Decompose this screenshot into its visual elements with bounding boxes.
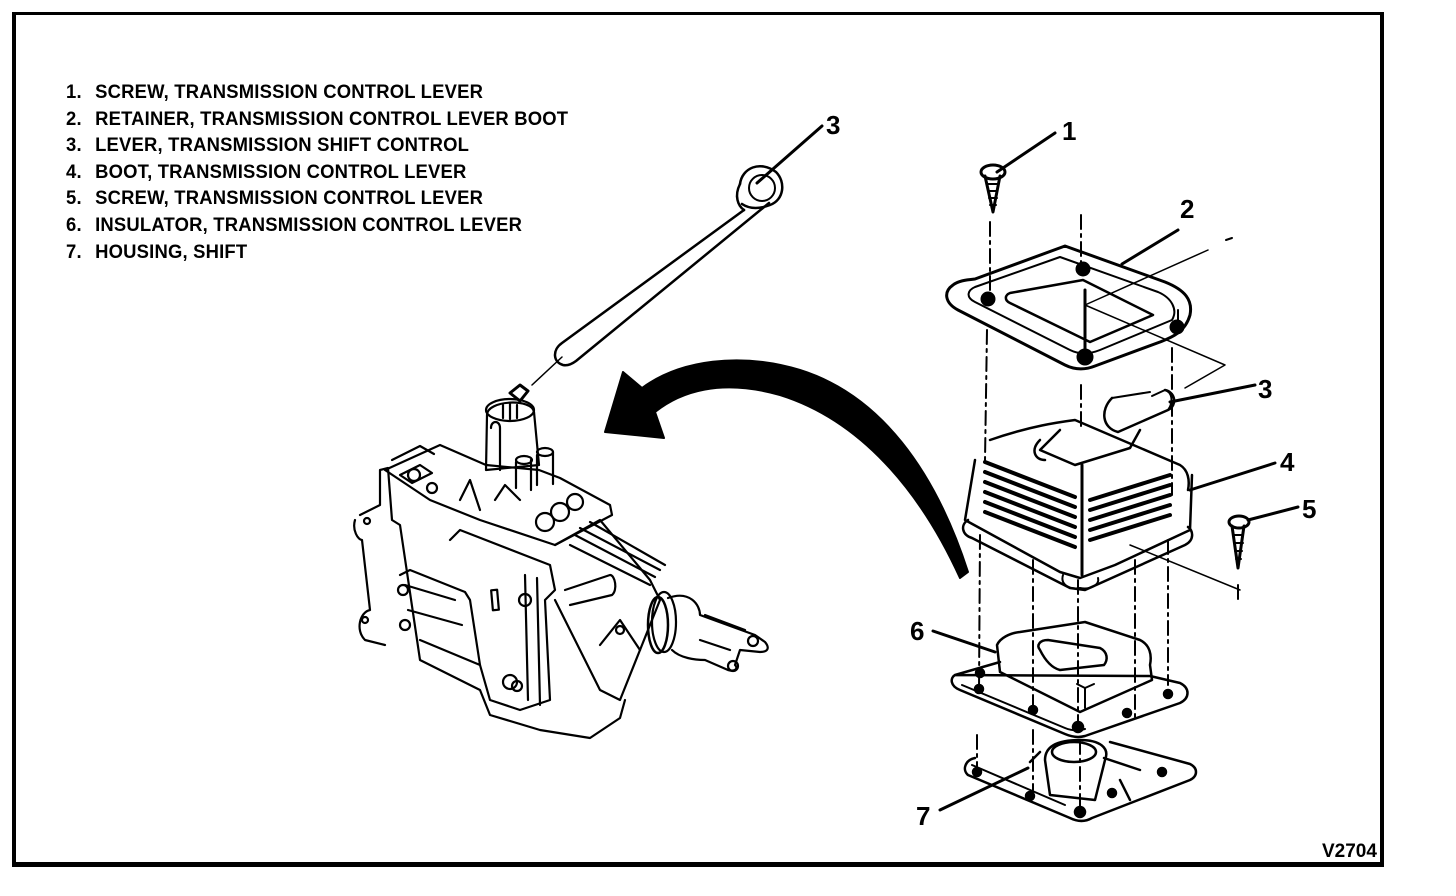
legend-item: 3.LEVER, TRANSMISSION SHIFT CONTROL — [66, 135, 470, 157]
legend-item: 4.BOOT, TRANSMISSION CONTROL LEVER — [66, 161, 467, 183]
screw-1-drawing — [979, 131, 1057, 214]
callout-screw-5: 5 — [1302, 494, 1317, 524]
transmission-drawing — [353, 397, 769, 740]
housing-7-drawing — [938, 738, 1198, 823]
callout-screw-1: 1 — [1062, 116, 1077, 146]
lever-stub-drawing — [1103, 383, 1257, 434]
exploded-assembly — [931, 131, 1300, 823]
legend-item: 1.SCREW, TRANSMISSION CONTROL LEVER — [66, 82, 484, 103]
shift-lever-drawing — [508, 124, 824, 403]
retainer-2-drawing — [945, 228, 1193, 371]
callout-housing: 7 — [916, 801, 931, 831]
callout-retainer: 2 — [1180, 194, 1195, 224]
legend-item: 6.INSULATOR, TRANSMISSION CONTROL LEVER — [66, 214, 523, 236]
callout-insulator: 6 — [910, 616, 925, 646]
screw-5-drawing — [1227, 505, 1300, 570]
legend-item: 7.HOUSING, SHIFT — [66, 241, 248, 263]
figure-id: V2704 — [1322, 841, 1377, 862]
direction-arrow-icon — [604, 359, 969, 579]
callout-boot: 4 — [1280, 447, 1295, 477]
legend-item: 2.RETAINER, TRANSMISSION CONTROL LEVER B… — [66, 108, 569, 130]
boot-4-drawing — [961, 418, 1277, 592]
parts-legend: 1.SCREW, TRANSMISSION CONTROL LEVER 2.RE… — [66, 80, 584, 266]
callout-lever-top: 3 — [826, 110, 841, 140]
alignment-lines — [976, 214, 1239, 813]
diagram-border — [12, 12, 1384, 867]
insulator-6-drawing — [931, 620, 1189, 739]
legend-item: 5.SCREW, TRANSMISSION CONTROL LEVER — [66, 188, 484, 210]
callout-lever-side: 3 — [1258, 374, 1273, 404]
